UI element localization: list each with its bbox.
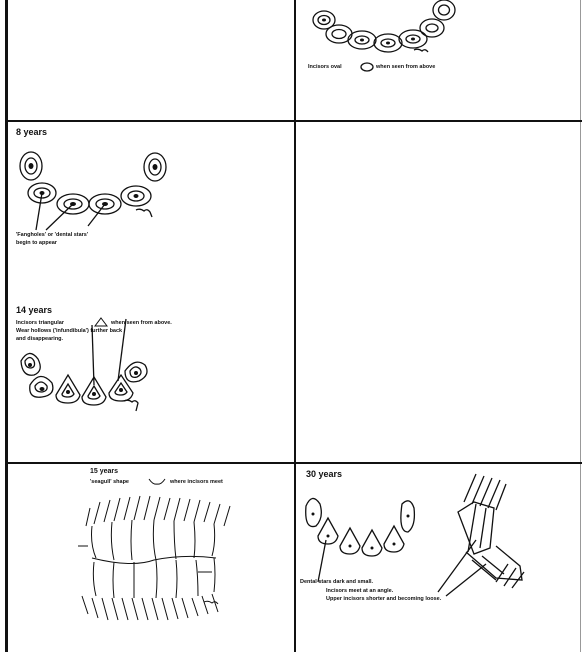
- triangle-shape-icon: [94, 317, 108, 327]
- seagull-caption-b: where incisors meet: [170, 479, 223, 485]
- age-heading-15-years: 15 years: [90, 468, 118, 476]
- oval-incisors-caption: Incisors oval: [308, 64, 342, 70]
- triangular-note-line2: Wear hollows ('infundibula') further bac…: [16, 328, 122, 334]
- thirty-years-line3: Upper incisors shorter and becoming loos…: [326, 596, 441, 602]
- panel-oval-incisors: Incisors oval when seen from above: [296, 0, 582, 120]
- arcade-14-years-drawing: [8, 337, 294, 457]
- seagull-shape-icon: [148, 478, 166, 486]
- lower-gum-hatching: [82, 594, 218, 620]
- seagull-caption-a: 'seagull' shape: [90, 479, 129, 485]
- tooth-outline: [306, 498, 322, 526]
- panel-30-years: 30 years Dental stars dark and small.: [296, 464, 582, 652]
- bite-line: [92, 556, 216, 563]
- triangular-note-line1a: Incisors triangular: [16, 320, 64, 326]
- thirty-years-line2: Incisors meet at an angle.: [326, 588, 393, 594]
- tooth-outline: [362, 530, 382, 556]
- tooth-outline: [30, 376, 53, 397]
- tooth-outline: [340, 528, 360, 554]
- tooth-outline: [384, 526, 404, 552]
- upper-gum-hatching: [86, 496, 230, 526]
- thirty-years-line1: Dental stars dark and small.: [300, 579, 373, 585]
- oval-shape-icon: [361, 63, 373, 71]
- age-heading-14-years: 14 years: [16, 305, 52, 315]
- incisors-side-view-15-years: [8, 486, 294, 646]
- oval-incisors-caption-cont: when seen from above: [376, 64, 435, 70]
- triangular-note-line1b: when seen from above.: [111, 320, 172, 326]
- panel-15-years: 15 years 'seagull' shape where incisors …: [8, 464, 294, 652]
- dental-stars-caption-line1: 'Fangholes' or 'dental stars': [16, 232, 88, 238]
- oval-incisor-arcade-drawing: [296, 0, 582, 120]
- panel-8-and-14-years: 8 years 'Fangholes' or 'dental stars' be…: [8, 122, 294, 462]
- tooth-outline: [318, 518, 338, 544]
- tooth-outline: [56, 375, 80, 403]
- dental-stars-caption-line2: begin to appear: [16, 240, 57, 246]
- tooth-outline: [420, 19, 444, 37]
- tooth-outline: [433, 0, 455, 20]
